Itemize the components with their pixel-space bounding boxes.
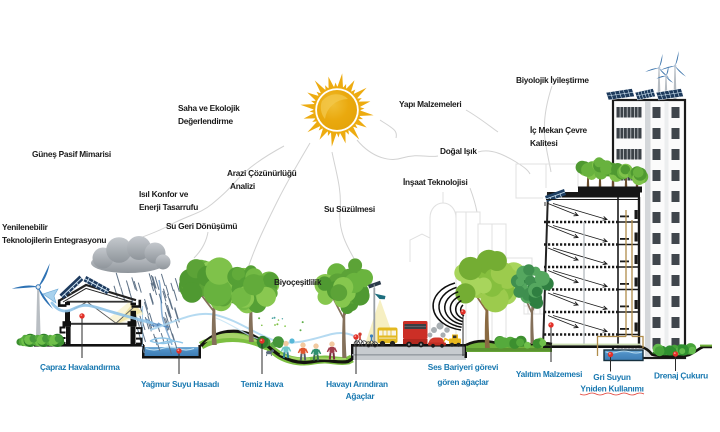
svg-text:Analizi: Analizi bbox=[230, 181, 255, 191]
svg-text:İnşaat Teknolojisi: İnşaat Teknolojisi bbox=[403, 177, 468, 187]
svg-text:Saha ve Ekolojik: Saha ve Ekolojik bbox=[178, 103, 240, 113]
svg-text:Ağaçlar: Ağaçlar bbox=[346, 391, 376, 401]
svg-text:Yenilenebilir: Yenilenebilir bbox=[2, 222, 49, 232]
svg-text:Teknolojilerin Entegrasyonu: Teknolojilerin Entegrasyonu bbox=[2, 235, 106, 245]
svg-text:Ses Bariyeri görevi: Ses Bariyeri görevi bbox=[428, 362, 498, 372]
svg-text:Havayı Arındıran: Havayı Arındıran bbox=[326, 379, 388, 389]
svg-text:Yniden Kullanımı: Yniden Kullanımı bbox=[580, 384, 643, 394]
svg-text:Yalıtım Malzemesi: Yalıtım Malzemesi bbox=[516, 369, 582, 379]
svg-text:Çapraz Havalandırma: Çapraz Havalandırma bbox=[40, 362, 120, 372]
svg-text:Drenaj Çukuru: Drenaj Çukuru bbox=[654, 371, 708, 381]
svg-text:Temiz Hava: Temiz Hava bbox=[241, 379, 284, 389]
svg-text:Doğal Işık: Doğal Işık bbox=[440, 146, 477, 156]
svg-text:Biyoçeşitlilik: Biyoçeşitlilik bbox=[274, 277, 322, 287]
svg-text:İç Mekan Çevre: İç Mekan Çevre bbox=[530, 125, 588, 135]
svg-text:gören ağaçlar: gören ağaçlar bbox=[437, 377, 489, 387]
svg-text:Yapı Malzemeleri: Yapı Malzemeleri bbox=[399, 99, 461, 109]
svg-text:Enerji Tasarrufu: Enerji Tasarrufu bbox=[139, 202, 198, 212]
svg-text:Su Geri Dönüşümü: Su Geri Dönüşümü bbox=[166, 221, 237, 231]
svg-text:Kalitesi: Kalitesi bbox=[530, 138, 558, 148]
svg-text:Değerlendirme: Değerlendirme bbox=[178, 116, 233, 126]
svg-text:Yağmur Suyu Hasadı: Yağmur Suyu Hasadı bbox=[141, 379, 219, 389]
svg-text:Biyolojik İyileştirme: Biyolojik İyileştirme bbox=[516, 75, 589, 85]
svg-text:Isıl Konfor ve: Isıl Konfor ve bbox=[139, 189, 189, 199]
svg-text:Güneş Pasif Mimarisi: Güneş Pasif Mimarisi bbox=[32, 149, 111, 159]
svg-text:Su Süzülmesi: Su Süzülmesi bbox=[324, 204, 375, 214]
svg-text:Gri Suyun: Gri Suyun bbox=[593, 372, 631, 382]
svg-text:Arazi Çözünürlüğü: Arazi Çözünürlüğü bbox=[227, 168, 297, 178]
